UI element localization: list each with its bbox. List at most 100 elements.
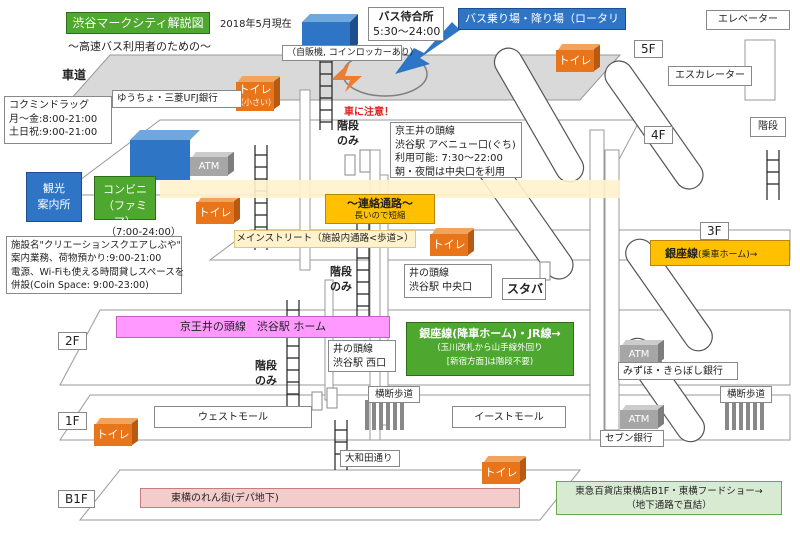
convenience-line2: （ファミマ） <box>103 199 147 228</box>
bank-label: ゆうちょ・三菱UFJ銀行 <box>112 90 242 108</box>
stairs-ladder <box>334 420 348 470</box>
stairs-only-b: のみ <box>330 280 352 293</box>
toilet-label: トイレ <box>482 462 520 484</box>
floor-label-2f: 2F <box>58 332 87 350</box>
convenience-line1: コンビニ <box>103 183 147 196</box>
facility-line2: 案内業務、荷物預かり:9:00-21:00 <box>11 253 162 265</box>
ginza-boarding-box: 銀座線(乗車ホーム)→ <box>650 240 790 266</box>
crosswalk-stripe <box>393 400 397 430</box>
central-exit-box: 井の頭線 渋谷駅 中央口 <box>404 264 492 298</box>
escalator <box>493 47 585 183</box>
owada-label: 大和田通り <box>340 450 400 467</box>
bus-waiting-title: バス待合所 <box>378 10 434 23</box>
floor-label-4f: 4F <box>644 126 673 144</box>
ginza-jr-line3: [新宿方面]は階段不要) <box>446 357 534 367</box>
title-box: 渋谷マークシティ解説図 <box>66 12 210 34</box>
seven-bank-label: セブン銀行 <box>600 430 664 447</box>
subtitle: ～高速バス利用者のための～ <box>68 40 211 53</box>
central-line2: 渋谷駅 中央口 <box>409 281 473 293</box>
corridor-box: ～連絡通路～ 長いので短縮 <box>325 194 435 224</box>
stairs-only-2f: 階段 のみ <box>255 358 277 388</box>
keio-platform: 京王井の頭線 渋谷駅 ホーム <box>116 316 390 338</box>
crosswalk-stripe <box>386 400 390 430</box>
column <box>589 129 605 441</box>
caution-arrow <box>333 62 362 92</box>
crosswalk-stripe <box>739 400 743 430</box>
crosswalk-stripe <box>725 400 729 430</box>
atm-2f: ATM <box>620 339 666 364</box>
ginza-jr-line2: (玉川改札から山手線外回り <box>437 343 543 353</box>
toilet-4f: トイレ <box>196 196 241 224</box>
ginza-jr-title: 銀座線(降車ホーム)・JR線→ <box>419 327 561 340</box>
crosswalk-stripe <box>400 400 404 430</box>
main-street: メインストリート（施設内通路<歩道>） <box>234 230 416 248</box>
toilet-1f: トイレ <box>94 418 139 446</box>
corridor-band <box>160 180 620 198</box>
tourist-line1: 観光 <box>43 182 65 195</box>
atm-label: ATM <box>620 345 658 364</box>
toilet-label: トイレ <box>238 83 272 96</box>
rotary-label-box: バス乗り場・降り場（ロータリー） <box>458 8 626 45</box>
column <box>379 174 389 426</box>
crosswalk-stripe <box>746 400 750 430</box>
ginza-jr-box: 銀座線(降車ホーム)・JR線→ (玉川改札から山手線外回り [新宿方面]は階段不… <box>406 322 574 376</box>
toilet-label: トイレ <box>196 202 234 224</box>
corridor-note: 長いので短縮 <box>354 211 406 221</box>
tokyu-dept-box: 東急百貨店東横店B1F・東横フードショー→ （地下通路で直結） <box>556 481 782 515</box>
elevator-label: エレベーター <box>706 10 790 30</box>
crosswalk-stripe <box>379 400 383 430</box>
toilet-4f-small: トイレ（小さい） <box>236 76 281 111</box>
ginza-name: 銀座線 <box>665 247 698 260</box>
rotary-label: バス乗り場・降り場（ロータリー） <box>465 12 619 45</box>
crosswalk-stripe <box>760 400 764 430</box>
bus-waiting-top <box>302 14 358 22</box>
drugstore-weekday: 月～金:8:00-21:00 <box>9 113 98 125</box>
drugstore-weekend: 土日祝:9:00-21:00 <box>9 127 98 138</box>
atm-label: ATM <box>190 157 228 176</box>
toilet-5f: トイレ <box>556 44 601 72</box>
avenue-line3: 利用可能: 7:30～22:00 <box>395 153 503 164</box>
atm-label: ATM <box>620 410 658 429</box>
avenue-line2: 渋谷駅 アベニュー口(ぐち) <box>395 139 516 151</box>
ticket-gate <box>344 154 356 176</box>
drugstore-box: コクミンドラッグ 月～金:8:00-21:00 土日祝:9:00-21:00 <box>4 96 112 144</box>
ticket-gate <box>326 387 338 409</box>
caution-label: 車に注意！ <box>344 107 394 118</box>
facility-line1: 施設名"クリエーションスクエアしぶや" <box>11 240 181 251</box>
stairs-only-a: 階段 <box>337 119 359 132</box>
toilet-label: トイレ <box>556 50 594 72</box>
drugstore-name: コクミンドラッグ <box>9 100 89 111</box>
stairs-only-a: 階段 <box>255 359 277 372</box>
avenue-exit-box: 京王井の頭線 渋谷駅 アベニュー口(ぐち) 利用可能: 7:30～22:00 朝… <box>390 122 522 178</box>
floor-label-1f: 1F <box>58 412 87 430</box>
bus-waiting-box: バス待合所 5:30～24:00 <box>368 7 444 41</box>
crosswalk-label-left: 横断歩道 <box>368 386 420 403</box>
tokyu-dept-line2: （地下通路で直結） <box>626 500 712 511</box>
tokyu-dept-line1: 東急百貨店東横店B1F・東横フードショー→ <box>575 486 763 497</box>
crosswalk-stripe <box>753 400 757 430</box>
page-title: 渋谷マークシティ解説図 <box>72 16 204 30</box>
atm-1f: ATM <box>620 404 666 429</box>
tourist-line2: 案内所 <box>37 198 71 211</box>
facility-line4: 併設(Coin Space: 9:00-23:00) <box>11 279 149 291</box>
west-line1: 井の頭線 <box>333 344 373 355</box>
escalator-label: エスカレーター <box>668 66 752 86</box>
floor-label-b1f: B1F <box>58 490 95 508</box>
crosswalk-label-right: 横断歩道 <box>720 386 772 403</box>
stairs-label: 階段 <box>750 117 786 137</box>
bus-waiting-note: （自販機, コインロッカーあり） <box>282 45 419 61</box>
east-mall: イーストモール <box>452 406 566 428</box>
bank-building <box>130 140 190 180</box>
crosswalk-stripe <box>365 400 369 430</box>
toilet-label: トイレ <box>430 234 468 256</box>
west-mall: ウェストモール <box>154 406 312 428</box>
ticket-gate <box>311 391 323 411</box>
stairs-only-a: 階段 <box>330 265 352 278</box>
floor-label-5f: 5F <box>634 40 663 58</box>
crosswalk-stripe <box>732 400 736 430</box>
bus-waiting-hours: 5:30～24:00 <box>373 24 441 38</box>
west-line2: 渋谷駅 西口 <box>333 357 387 369</box>
facility-line3: 電源、Wi-Fiも使える時間貸しスペースを <box>11 266 185 278</box>
escalator <box>604 60 704 190</box>
stairs-only-3f: 階段 のみ <box>330 264 352 294</box>
